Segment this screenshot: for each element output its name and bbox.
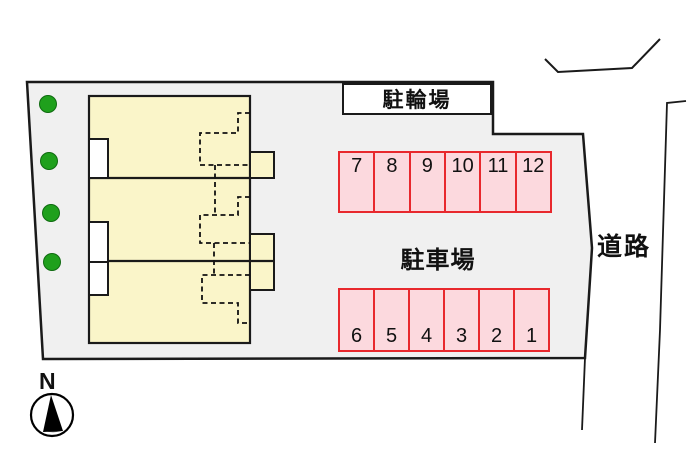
building-body xyxy=(87,94,252,345)
entrance-notch-1 xyxy=(88,138,109,179)
parking-space-2: 2 xyxy=(478,290,513,350)
north-label: N xyxy=(39,368,56,394)
parking-space-8: 8 xyxy=(373,153,408,211)
parking-space-12: 12 xyxy=(514,153,550,211)
parking-space-7: 7 xyxy=(351,155,363,177)
entrance-notch-2 xyxy=(88,221,109,263)
parking-space-5: 5 xyxy=(373,290,408,350)
bicycle-parking-label: 駐輪場 xyxy=(382,89,452,112)
upper-floor-dashed-outline xyxy=(199,112,250,324)
parking-space-9: 9 xyxy=(408,153,444,211)
tree-icon xyxy=(42,204,60,222)
car-parking-label: 駐車場 xyxy=(400,247,476,274)
building-balcony-1 xyxy=(249,151,275,179)
road-edge-left xyxy=(581,357,586,431)
parking-space-6: 6 xyxy=(350,325,363,347)
parking-space-3: 3 xyxy=(443,290,478,350)
tree-icon xyxy=(40,152,58,170)
parking-space-11: 11 xyxy=(479,153,514,211)
road-edge-top-right xyxy=(544,38,661,74)
north-compass-icon xyxy=(29,392,75,438)
entrance-notch-3 xyxy=(88,261,109,296)
trees xyxy=(39,95,61,271)
parking-space-1: 1 xyxy=(513,290,548,350)
bicycle-parking-sign: 駐輪場 xyxy=(342,83,492,115)
tree-icon xyxy=(43,253,61,271)
parking-space-10: 10 xyxy=(443,153,479,211)
parking-space-4: 4 xyxy=(408,290,443,350)
tree-icon xyxy=(39,95,57,113)
road-label: 道路 xyxy=(597,233,652,261)
building xyxy=(87,94,275,345)
road-edge-right xyxy=(654,100,687,444)
